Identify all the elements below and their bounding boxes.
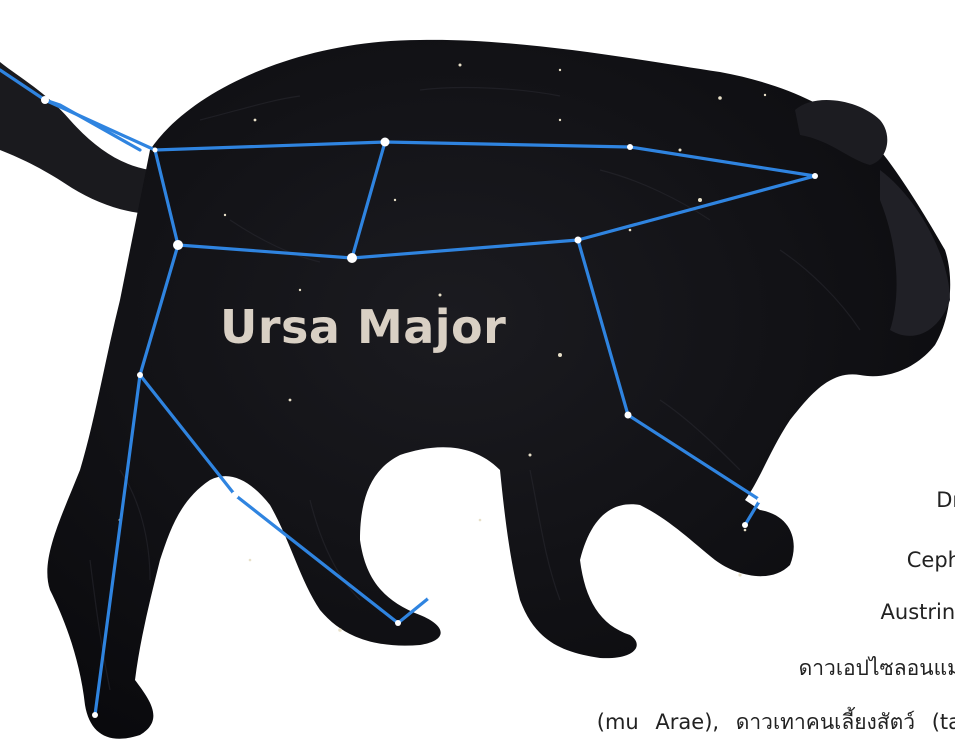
star [742, 522, 748, 528]
text-line-3: Austrini [881, 600, 955, 624]
star [627, 144, 633, 150]
star [625, 412, 632, 419]
star [347, 253, 357, 263]
star [92, 712, 98, 718]
star [173, 240, 183, 250]
star [812, 173, 818, 179]
text-line-5: (mu Arae), ดาวเทาคนเลี้ยงสัตว์ (ta [597, 706, 955, 739]
text-line-2: Ceph [907, 548, 955, 572]
text-line-1: Dr [936, 488, 955, 512]
star [41, 96, 49, 104]
star [381, 138, 390, 147]
star [575, 237, 582, 244]
star [757, 497, 763, 503]
star [395, 620, 401, 626]
star [232, 492, 239, 499]
text-line-4: ดาวเอปไซลอนแม่ [799, 652, 955, 685]
star [427, 594, 433, 600]
star [153, 148, 158, 153]
star [137, 372, 143, 378]
constellation-label: Ursa Major [220, 300, 506, 354]
